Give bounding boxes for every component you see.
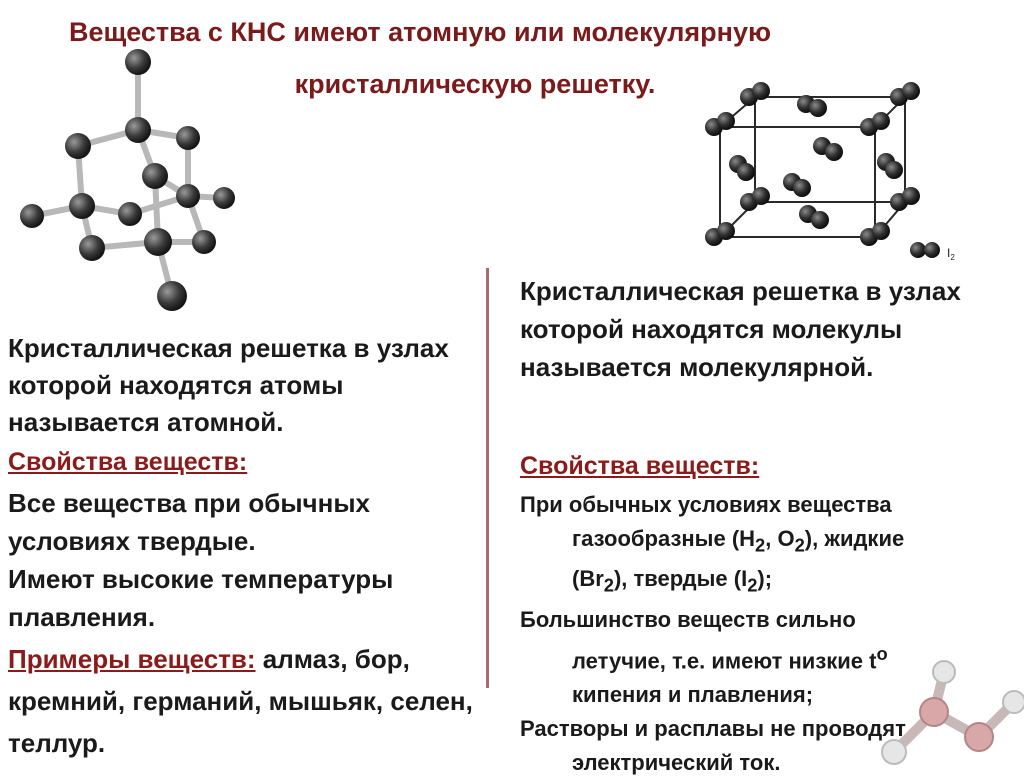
atomic-properties-heading: Свойства веществ:: [8, 448, 248, 476]
molecular-lattice-diagram: I2: [705, 82, 955, 262]
iodine-molecules: [705, 82, 940, 258]
molecular-lattice-definition: Кристаллическая решетка в узлах которой …: [520, 276, 961, 382]
iodine-label: I2: [947, 246, 955, 262]
atomic-property-1: Все вещества при обычных условиях тверды…: [8, 488, 370, 556]
molecular-property-1: При обычных условиях вещества газообразн…: [520, 492, 905, 596]
molecular-properties-heading: Свойства веществ:: [520, 452, 760, 480]
slide-title: Вещества с КНС имеют атомную или молекул…: [0, 6, 840, 110]
lattice-bonds: [31, 62, 225, 297]
title-line-1: Вещества с КНС имеют атомную или молекул…: [68, 17, 772, 47]
molecular-property-2: Большинство веществ сильно летучие, т.е.…: [520, 606, 888, 708]
lattice-atoms: [20, 49, 235, 311]
title-line-2: кристаллическую решетку.: [294, 69, 656, 99]
atomic-examples: Примеры веществ: алмаз, бор, кремний, ге…: [8, 638, 478, 764]
atomic-lattice-definition: Кристаллическая решетка в узлах которой …: [8, 333, 449, 437]
column-divider: [486, 268, 489, 688]
atomic-property-2: Имеют высокие температуры плавления.: [8, 564, 394, 632]
atomic-lattice-diagram: [20, 49, 235, 311]
atomic-properties-list: Все вещества при обычных условиях тверды…: [8, 484, 478, 636]
examples-text: алмаз, бор, кремний, германий, мышьяк, с…: [8, 644, 473, 758]
decorative-molecule-image: [881, 660, 1024, 765]
examples-heading: Примеры веществ:: [8, 644, 256, 674]
